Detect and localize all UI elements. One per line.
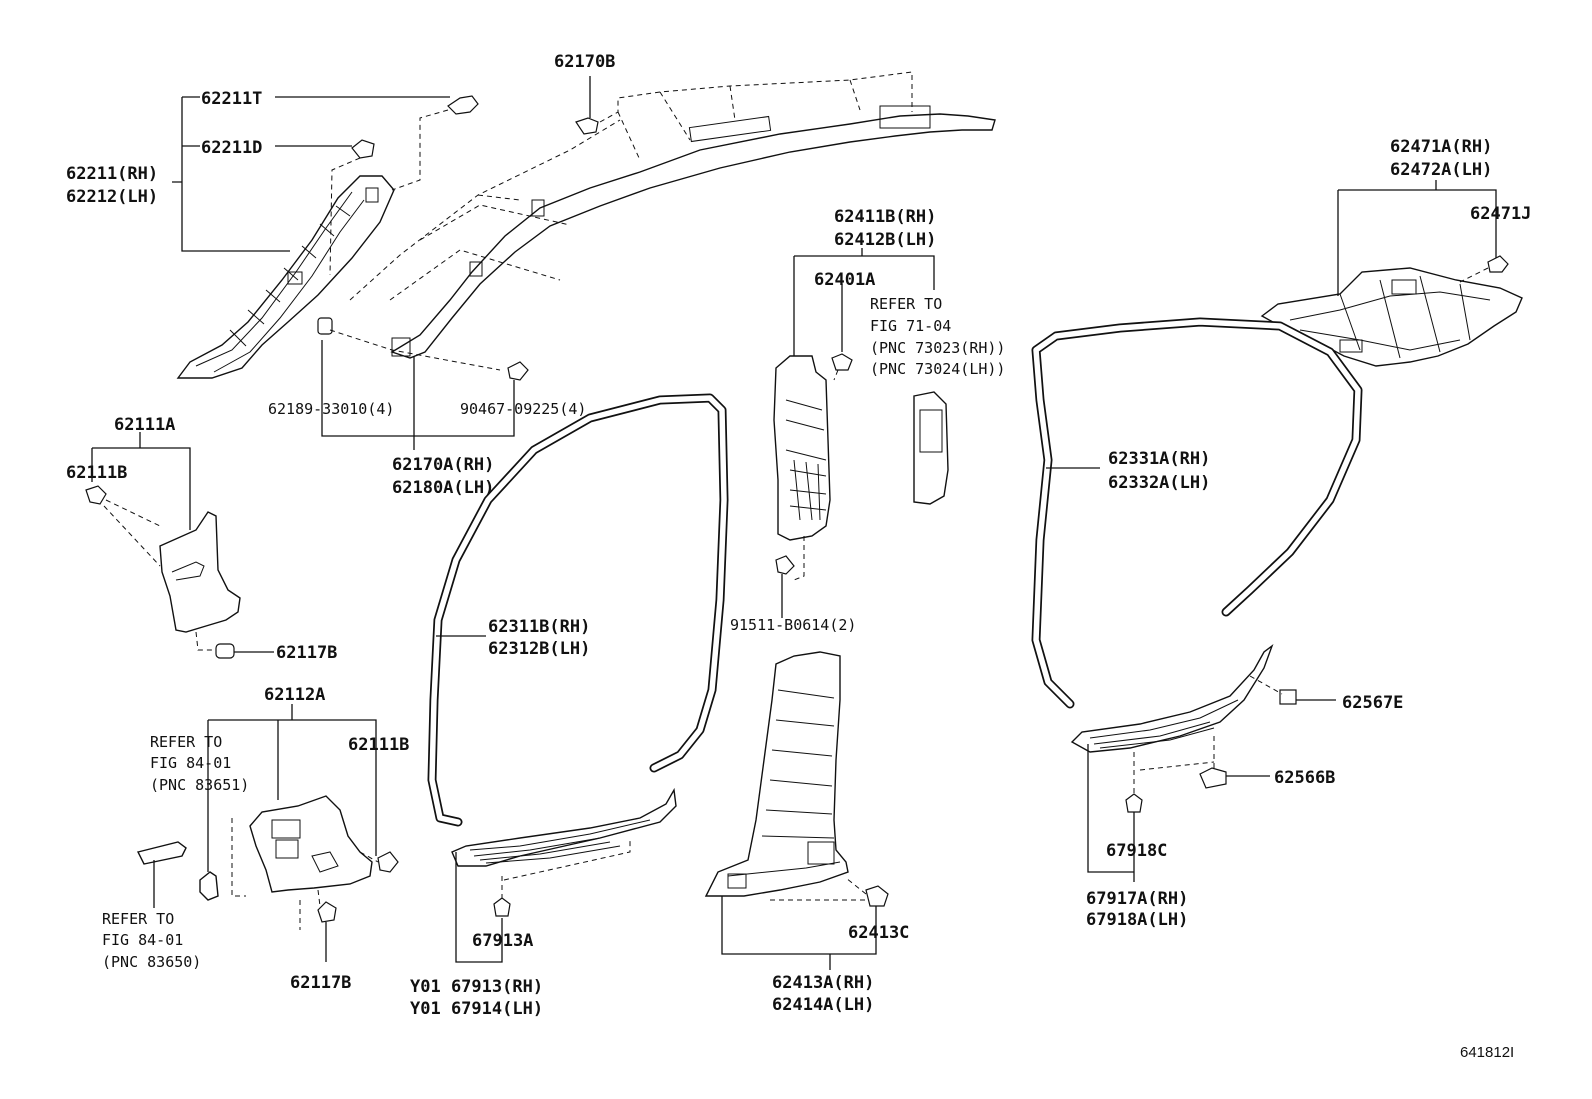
label-62189-33010: 62189-33010(4) — [268, 400, 394, 418]
ref-fig71-line1: REFER TO — [870, 295, 942, 313]
roof-side-garnish-rear — [1260, 267, 1523, 367]
ref-fig84-83650-line1: REFER TO — [102, 910, 174, 928]
clip-62117B-top — [215, 643, 235, 659]
ref-fig84-83651-line2: FIG 84-01 — [150, 754, 231, 772]
front-door-scuff-plate — [451, 787, 677, 867]
clip-62413C — [865, 885, 889, 907]
leader-lines — [91, 76, 1497, 970]
clip-62117B-bottom — [317, 901, 337, 923]
cowl-side-trim — [159, 511, 241, 633]
label-62170A-rh: 62170A(RH) — [392, 455, 494, 475]
label-62413A-rh: 62413A(RH) — [772, 973, 874, 993]
label-62311B-rh: 62311B(RH) — [488, 617, 590, 637]
label-62212-lh: 62212(LH) — [66, 187, 158, 207]
label-62312B-lh: 62312B(LH) — [488, 639, 590, 659]
figure-id: 641812I — [1460, 1044, 1514, 1061]
label-62112A: 62112A — [264, 685, 325, 705]
ref-fig84-83650-line2: FIG 84-01 — [102, 931, 183, 949]
label-62117B-bottom: 62117B — [290, 973, 351, 993]
label-62412B-lh: 62412B(LH) — [834, 230, 936, 250]
label-67914-lh: Y01 67914(LH) — [410, 999, 543, 1019]
seat-belt-adjuster-ref — [913, 391, 949, 505]
clip-62189-33010 — [317, 317, 333, 335]
label-62411B-rh: 62411B(RH) — [834, 207, 936, 227]
clip-67918C — [1125, 793, 1143, 813]
label-62471A-rh: 62471A(RH) — [1390, 137, 1492, 157]
label-62211-rh: 62211(RH) — [66, 164, 158, 184]
rear-door-scuff-plate — [1070, 644, 1274, 753]
label-62170B: 62170B — [554, 52, 615, 72]
label-62111B-bottom: 62111B — [348, 735, 409, 755]
label-62111A: 62111A — [114, 415, 175, 435]
clip-62111B-bottom — [377, 851, 399, 873]
part-labels: 62170B 62211T 62211D 62211(RH) 62212(LH)… — [66, 52, 1531, 1061]
label-67913A: 67913A — [472, 931, 533, 951]
clip-67913A — [493, 897, 511, 917]
label-62117B-top: 62117B — [276, 643, 337, 663]
label-62111B-top: 62111B — [66, 463, 127, 483]
label-67913-rh: Y01 67913(RH) — [410, 977, 543, 997]
label-62211D: 62211D — [201, 138, 262, 158]
clip-62471J — [1487, 255, 1509, 273]
screw-91511-B0614 — [775, 555, 795, 575]
clip-62401A — [831, 353, 853, 371]
front-door-weatherstrip — [427, 393, 729, 827]
label-67918C: 67918C — [1106, 841, 1167, 861]
label-62211T: 62211T — [201, 89, 262, 109]
label-62331A-rh: 62331A(RH) — [1108, 449, 1210, 469]
center-pillar-lower-garnish — [704, 651, 849, 897]
label-90467-09225: 90467-09225(4) — [460, 400, 586, 418]
label-62332A-lh: 62332A(LH) — [1108, 473, 1210, 493]
label-62401A: 62401A — [814, 270, 875, 290]
center-pillar-upper-garnish — [773, 355, 831, 541]
front-pillar-garnish — [176, 175, 395, 379]
ref-fig71-line3: (PNC 73023(RH)) — [870, 339, 1005, 357]
cowl-side-trim-lower — [249, 795, 373, 893]
ref-fig71-line2: FIG 71-04 — [870, 317, 951, 335]
clip-62566B — [1199, 767, 1227, 789]
label-62471J: 62471J — [1470, 204, 1531, 224]
ref-fig71-line4: (PNC 73024(LH)) — [870, 360, 1005, 378]
rear-door-weatherstrip — [1031, 317, 1363, 709]
bolt-62170B — [575, 117, 599, 135]
label-62180A-lh: 62180A(LH) — [392, 478, 494, 498]
label-62414A-lh: 62414A(LH) — [772, 995, 874, 1015]
clip-62111B-top — [85, 485, 107, 505]
label-67917A-rh: 67917A(RH) — [1086, 889, 1188, 909]
clip-90467-09225 — [507, 361, 529, 381]
ref-fig84-83650-line3: (PNC 83650) — [102, 953, 201, 971]
label-62566B: 62566B — [1274, 768, 1335, 788]
hood-lock-release-ref — [136, 841, 219, 901]
label-62472A-lh: 62472A(LH) — [1390, 160, 1492, 180]
label-62413C: 62413C — [848, 923, 909, 943]
ref-fig84-83651-line3: (PNC 83651) — [150, 776, 249, 794]
label-91511-B0614: 91511-B0614(2) — [730, 616, 856, 634]
clip-62211T — [447, 95, 479, 115]
clip-62567E — [1279, 689, 1297, 705]
clip-62211D — [351, 139, 375, 159]
label-67918A-lh: 67918A(LH) — [1086, 910, 1188, 930]
label-62567E: 62567E — [1342, 693, 1403, 713]
roof-side-inner-garnish — [390, 105, 996, 359]
ref-fig84-83651-line1: REFER TO — [150, 733, 222, 751]
